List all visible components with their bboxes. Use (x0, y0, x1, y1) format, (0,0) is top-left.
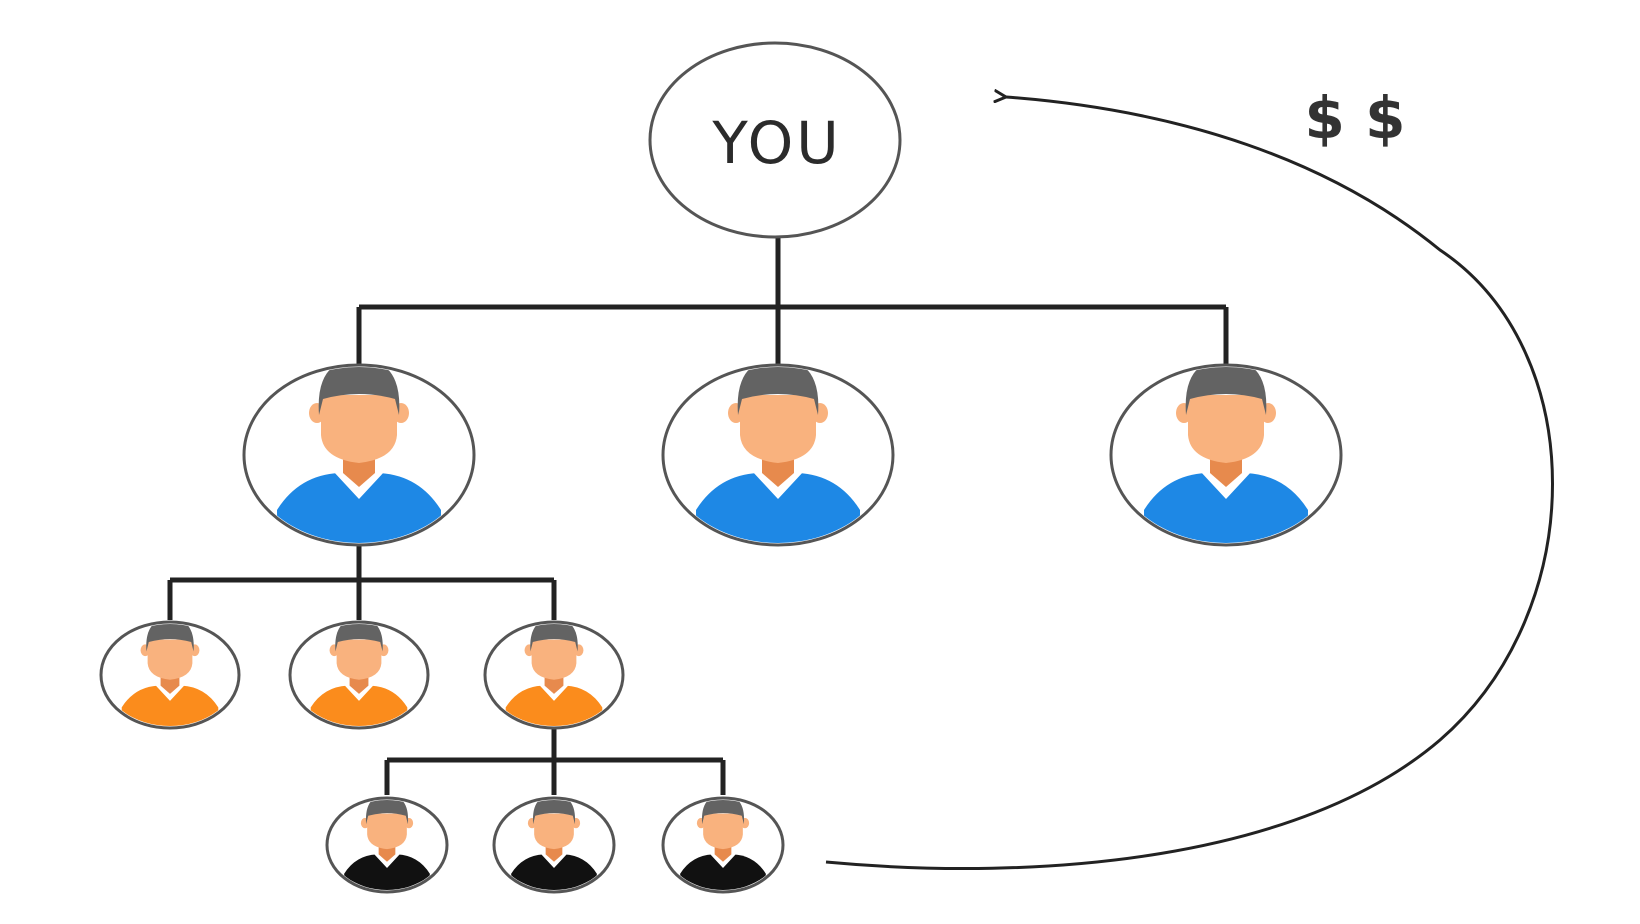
hair (318, 367, 400, 415)
face (336, 639, 382, 680)
face (1188, 395, 1264, 463)
shirt (696, 473, 860, 543)
shirt (310, 685, 408, 726)
shirt (344, 854, 430, 890)
shirt (680, 854, 766, 890)
member-node-level1-1 (242, 363, 476, 547)
money-flow-arrow (825, 97, 1554, 870)
connector-lines (167, 236, 1229, 795)
member-node-level3-2 (492, 796, 616, 894)
person-icon (344, 800, 430, 890)
collar (333, 469, 385, 499)
collar (154, 683, 186, 701)
hair (530, 624, 578, 652)
collar (343, 683, 375, 701)
hair (701, 800, 745, 825)
shirt (511, 854, 597, 890)
person-icon (277, 367, 441, 543)
root-label: YOU (711, 109, 841, 177)
hair (146, 624, 194, 652)
person-icon (121, 624, 219, 726)
collar (752, 469, 804, 499)
member-node-level3-1 (325, 796, 449, 894)
face (321, 395, 397, 463)
shirt (277, 473, 441, 543)
collar (538, 683, 570, 701)
member-node-level2-1 (99, 620, 241, 730)
collar (540, 852, 568, 868)
face (703, 813, 743, 850)
shirt (1144, 473, 1308, 543)
ear-right (190, 644, 200, 657)
member-nodes (99, 363, 1343, 894)
collar (709, 852, 737, 868)
member-node-level1-3 (1109, 363, 1343, 547)
person-icon (696, 367, 860, 543)
hair (1185, 367, 1267, 415)
face (534, 813, 574, 850)
member-node-level2-3 (483, 620, 625, 730)
member-node-level3-3 (661, 796, 785, 894)
ear-left (696, 817, 706, 829)
person-icon (310, 624, 408, 726)
collar (1200, 469, 1252, 499)
person-icon (680, 800, 766, 890)
collar (373, 852, 401, 868)
root-node: YOU (648, 41, 902, 239)
face (367, 813, 407, 850)
person-icon (505, 624, 603, 726)
face (147, 639, 193, 680)
face (531, 639, 577, 680)
shirt (121, 685, 219, 726)
member-node-level2-2 (288, 620, 430, 730)
money-flow-label: $ $ (1305, 84, 1406, 152)
member-node-level1-2 (661, 363, 895, 547)
hair (532, 800, 576, 825)
hair (335, 624, 383, 652)
shirt (505, 685, 603, 726)
hair (737, 367, 819, 415)
face (740, 395, 816, 463)
person-icon (511, 800, 597, 890)
person-icon (1144, 367, 1308, 543)
ear-left (527, 817, 537, 829)
ear-left (329, 644, 339, 657)
hair (365, 800, 409, 825)
